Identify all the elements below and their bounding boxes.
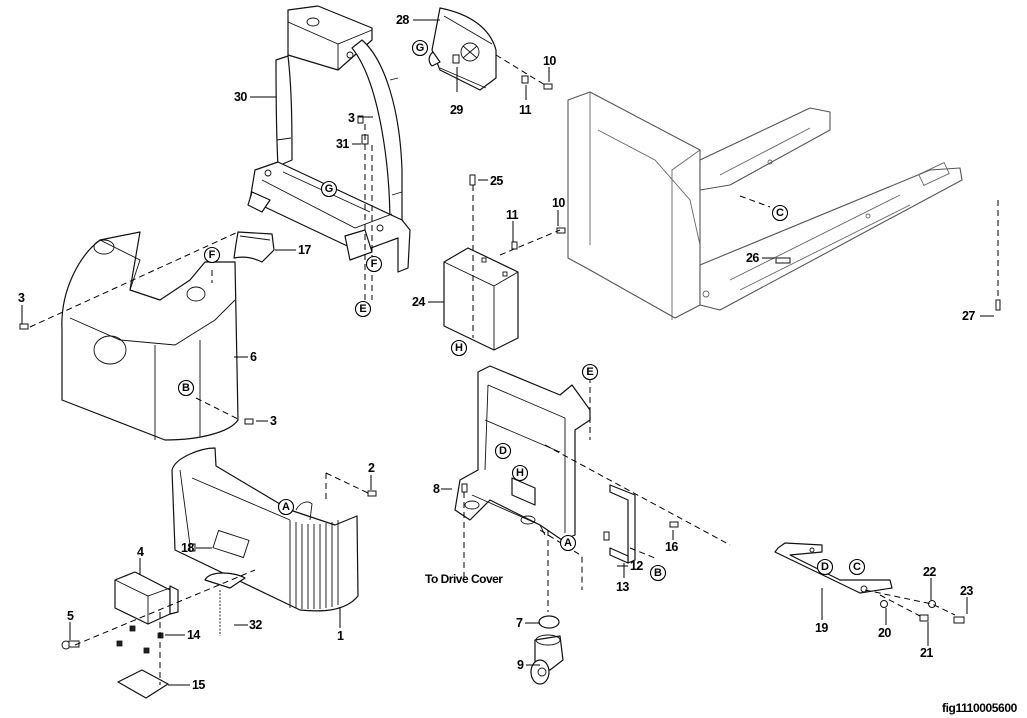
callout-26: 26 — [746, 251, 759, 265]
svg-text:D: D — [821, 561, 829, 573]
callout-28: 28 — [396, 13, 409, 27]
svg-text:B: B — [182, 382, 190, 394]
part-callouts: 30 3 31 17 3 6 3 2 28 29 11 10 25 10 11 … — [18, 13, 976, 692]
part-17-guard — [233, 231, 275, 263]
callout-2: 2 — [368, 461, 375, 475]
part-15-plate — [117, 669, 169, 699]
fasteners — [19, 54, 1001, 624]
svg-text:C: C — [776, 207, 784, 219]
ref-e-upper: E — [354, 300, 372, 318]
callout-4: 4 — [137, 545, 144, 559]
ref-a-mast: A — [559, 534, 577, 552]
ref-g-upper: G — [320, 180, 338, 198]
svg-text:A: A — [564, 537, 572, 549]
callout-17: 17 — [298, 243, 311, 257]
svg-text:F: F — [371, 258, 378, 270]
ref-a-bumper: A — [277, 498, 295, 516]
ref-c-frame: C — [771, 204, 789, 222]
figure-id: fig1110005600 — [942, 701, 1018, 715]
part-19-arm — [774, 542, 893, 594]
svg-text:D: D — [499, 445, 507, 457]
reference-letters: G F F E G H C B A E D H A B D C — [177, 39, 866, 582]
part-24-box — [443, 247, 519, 351]
ref-e-lower: E — [581, 363, 599, 381]
svg-text:E: E — [586, 366, 593, 378]
callout-23: 23 — [960, 584, 973, 598]
to-drive-cover-note: To Drive Cover — [425, 572, 503, 586]
ref-c-arm: C — [848, 558, 866, 576]
callout-20: 20 — [878, 626, 891, 640]
callout-8: 8 — [433, 482, 440, 496]
callout-7: 7 — [516, 616, 523, 630]
mast-frame — [454, 365, 591, 541]
callout-29: 29 — [450, 103, 463, 117]
callout-27: 27 — [962, 309, 975, 323]
callout-19: 19 — [815, 621, 828, 635]
callout-21: 21 — [920, 646, 933, 660]
svg-text:H: H — [516, 467, 524, 479]
callout-10: 10 — [552, 196, 565, 210]
part-4-module — [114, 571, 179, 625]
part-9-caster-wheel — [530, 615, 564, 685]
callout-9: 9 — [517, 658, 524, 672]
callout-24: 24 — [412, 295, 425, 309]
callout-31: 31 — [336, 137, 349, 151]
svg-text:E: E — [359, 303, 366, 315]
callout-3: 3 — [18, 291, 25, 305]
fork-frame-chassis — [567, 91, 963, 320]
svg-text:H: H — [455, 342, 463, 354]
ref-f-right: F — [365, 255, 383, 273]
part-30-handle-frame — [247, 5, 411, 273]
part-14-nuts — [116, 625, 164, 654]
callout-32: 32 — [249, 618, 262, 632]
callout-11: 11 — [506, 208, 519, 222]
ref-b-cover: B — [177, 379, 195, 397]
part-13-bracket — [609, 484, 636, 564]
callout-5: 5 — [67, 609, 74, 623]
callout-15: 15 — [192, 678, 205, 692]
ref-d-mast: D — [494, 442, 512, 460]
leader-lines — [21, 19, 994, 686]
callout-16: 16 — [665, 540, 678, 554]
svg-text:B: B — [654, 567, 662, 579]
callout-12: 12 — [630, 559, 643, 573]
part-28-cover — [428, 7, 497, 91]
ref-h-mast: H — [511, 464, 529, 482]
callout-14: 14 — [187, 628, 200, 642]
callout-11: 11 — [519, 103, 532, 117]
assembly-lines — [29, 54, 999, 685]
svg-text:A: A — [282, 501, 290, 513]
ref-g-cover: G — [411, 39, 429, 57]
svg-text:F: F — [209, 249, 216, 261]
callout-10: 10 — [543, 54, 556, 68]
callout-22: 22 — [923, 565, 936, 579]
svg-text:C: C — [853, 561, 861, 573]
svg-text:G: G — [325, 183, 334, 195]
callout-25: 25 — [490, 174, 503, 188]
svg-text:G: G — [416, 42, 425, 54]
callout-1: 1 — [337, 629, 344, 643]
callout-18: 18 — [181, 541, 194, 555]
ref-h-box: H — [450, 339, 468, 357]
part-6-console-cover — [61, 231, 239, 441]
part-1-bumper — [171, 447, 359, 612]
ref-b-bracket: B — [649, 564, 667, 582]
callout-6: 6 — [250, 350, 257, 364]
ref-f-left: F — [203, 246, 221, 264]
callout-13: 13 — [616, 580, 629, 594]
ref-d-arm: D — [816, 558, 834, 576]
part-5-bolt — [61, 640, 80, 650]
callout-30: 30 — [234, 90, 247, 104]
callout-3: 3 — [348, 111, 355, 125]
callout-3: 3 — [270, 414, 277, 428]
